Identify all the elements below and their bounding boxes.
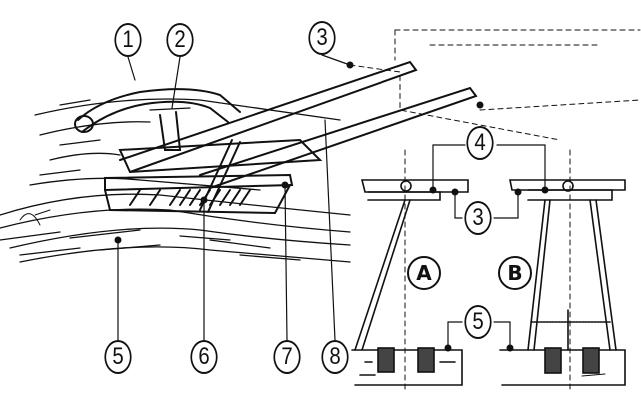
detail-b	[499, 179, 626, 386]
detail-a	[351, 179, 469, 386]
leader-lines	[117, 54, 546, 349]
callout-5-left: 5	[104, 340, 132, 374]
callout-4: 4	[466, 126, 494, 160]
callout-2: 2	[166, 23, 194, 57]
callout-3-top: 3	[308, 21, 336, 55]
callout-5-right: 5	[464, 305, 492, 339]
callout-6: 6	[190, 340, 218, 374]
callout-1: 1	[114, 23, 142, 57]
artist-signature	[19, 209, 51, 226]
boom-beams	[104, 60, 478, 215]
variant-b-label: B	[498, 256, 532, 290]
curved-log	[74, 88, 241, 133]
artist-signature-2	[581, 373, 606, 377]
variant-a-label: A	[407, 256, 441, 290]
riverbank	[0, 98, 351, 263]
callout-7: 7	[273, 340, 301, 374]
callout-3-mid: 3	[464, 201, 492, 235]
projection-lines	[349, 29, 641, 391]
callout-8: 8	[321, 340, 349, 374]
